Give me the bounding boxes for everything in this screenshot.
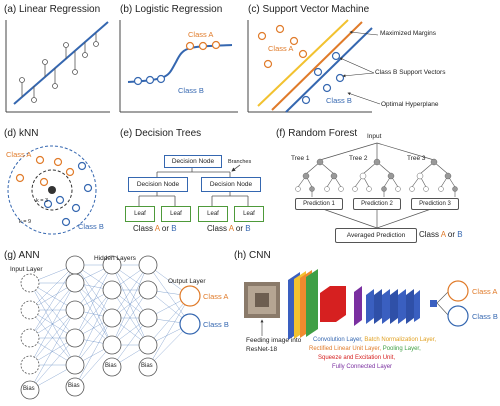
rf-input: Input [367,133,382,140]
ann-bias-4: Bias [141,363,153,369]
panel-g-title: (g) ANN [4,250,40,261]
logistic-regression-plot [119,20,238,113]
panel-a-title: (a) Linear Regression [4,4,101,15]
knn-k9-label: k = 9 [19,219,32,225]
cnn-resnet-text: ResNet-18 [246,346,278,353]
dt-class-result-2: Class A or B [207,224,251,233]
cnn-legend-line-2: Rectified Linear Unit Layer, Pooling Lay… [309,346,421,352]
panel-e-title: (e) Decision Trees [120,128,202,139]
decision-node-left: Decision Node [128,177,188,192]
svm-optimal-hyperplane: Optimal Hyperplane [381,101,439,108]
knn-plot [7,145,97,235]
ann-output-layer: Output Layer [168,278,206,285]
cnn-legend-line-1: Convolution Layer, Batch Normalization L… [313,337,437,343]
ann-bias-3: Bias [105,363,117,369]
cnn-legend-line-3: Squeeze and Excitation Unit, [318,355,396,361]
panel-d-title: (d) kNN [4,128,39,139]
decision-node-right: Decision Node [201,177,261,192]
svm-plot [247,19,381,113]
knn-class-b: Class B [78,222,104,231]
svm-maximized-margins: Maximized Margins [380,30,436,37]
ann-bias-1: Bias [23,386,35,392]
leaf-3: Leaf [198,206,228,222]
rf-tree-1: Tree 1 [291,155,310,162]
rf-class-result: Class A or B [419,230,463,239]
decision-node-root: Decision Node [164,155,222,168]
cnn-class-a: Class A [472,287,498,296]
panel-b-title: (b) Logistic Regression [120,4,223,15]
regression-line [13,21,109,105]
ann-network [20,255,201,400]
linear-regression-plot [5,20,110,113]
cnn-architecture [244,269,469,340]
svm-class-a: Class A [268,44,294,53]
logreg-class-a: Class A [188,30,214,39]
panel-h-title: (h) CNN [234,250,271,261]
svm-support-vectors: Class B Support Vectors [375,69,446,76]
dt-class-result: Class A or B [133,224,177,233]
knn-k3-label: k = 3 [36,198,49,204]
leaf-2: Leaf [161,206,191,222]
panel-c-title: (c) Support Vector Machine [248,4,370,15]
rf-prediction-1: Prediction 1 [295,198,343,210]
leaf-4: Leaf [234,206,264,222]
cnn-legend-line-4: Fully Connected Layer [332,364,393,370]
rf-tree-2: Tree 2 [349,155,368,162]
rf-tree-3: Tree 3 [407,155,426,162]
cnn-feeding-text: Feeding image into [246,337,302,344]
ann-hidden-layers: Hidden Layers [94,255,136,262]
logreg-class-b: Class B [178,86,204,95]
ann-bias-2: Bias [68,383,80,389]
cnn-class-b: Class B [472,312,498,321]
rf-prediction-2: Prediction 2 [353,198,401,210]
ann-class-b: Class B [203,320,229,329]
svm-class-b: Class B [326,96,352,105]
leaf-1: Leaf [125,206,155,222]
decision-tree-edges [138,164,249,206]
panel-f-title: (f) Random Forest [276,128,358,139]
knn-class-a: Class A [6,150,32,159]
rf-prediction-3: Prediction 3 [411,198,459,210]
ann-class-a: Class A [203,292,229,301]
random-forest [295,142,458,229]
rf-averaged-prediction: Averaged Prediction [335,228,417,243]
decision-branches-label: Branches [228,159,252,165]
sigmoid-curve [127,44,233,83]
ann-input-layer: Input Layer [10,266,43,273]
